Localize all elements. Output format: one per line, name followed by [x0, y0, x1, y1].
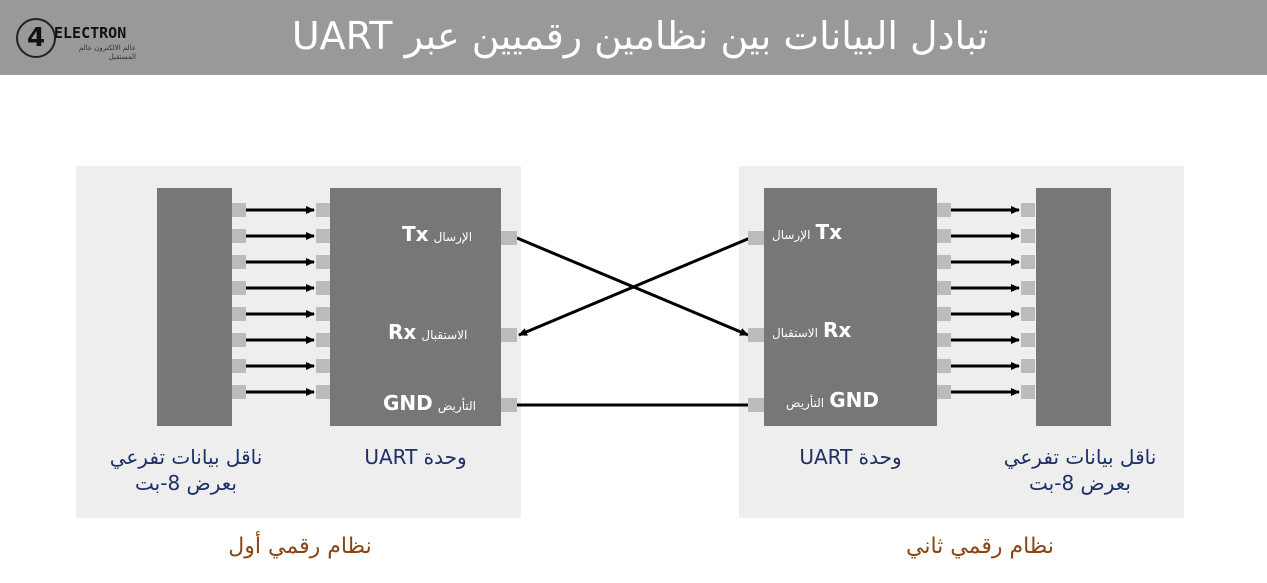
- gnd-code: GND: [829, 388, 879, 412]
- bus-label-line2: بعرض 8-بت: [1029, 471, 1131, 495]
- system2-bus-pin-right-2: [1021, 255, 1035, 269]
- bus-label-line1: ناقل بيانات تفرعي: [109, 445, 263, 469]
- tx-arabic: الإرسال: [772, 228, 811, 242]
- rx-code: Rx: [823, 318, 852, 342]
- rx-arabic: الاستقبال: [772, 326, 818, 340]
- gnd-code: GND: [383, 391, 433, 415]
- system2-bus-pin-right-3: [1021, 281, 1035, 295]
- bus-label-line2: بعرض 8-بت: [135, 471, 237, 495]
- system2-bus-pin-right-5: [1021, 333, 1035, 347]
- system2-bus-pin-left-1: [937, 229, 951, 243]
- logo-subtext: عالم الالكترون عالم المستقبل: [78, 44, 136, 61]
- system1-bus-pin-left-2: [232, 255, 246, 269]
- system1-bus-lines: [232, 203, 330, 399]
- system2-bus-pin-right-7: [1021, 385, 1035, 399]
- system2-bus-pin-left-0: [937, 203, 951, 217]
- system2-bus-pin-right-1: [1021, 229, 1035, 243]
- system1-bus-label: ناقل بيانات تفرعي بعرض 8-بت: [76, 444, 296, 496]
- header-bar: 4 ELECTRON عالم الالكترون عالم المستقبل …: [0, 0, 1267, 75]
- system1-parallel-bus-block: [157, 188, 232, 426]
- system2-bus-pin-right-4: [1021, 307, 1035, 321]
- gnd-arabic: التأريض: [437, 399, 476, 413]
- system2-rx-label: Rx الاستقبال: [772, 318, 851, 342]
- tx-code: Tx: [402, 222, 429, 246]
- system1-tx-pin: [501, 231, 517, 245]
- system1-gnd-label: GND التأريض: [383, 391, 476, 415]
- system1-gnd-pin: [501, 398, 517, 412]
- system1-title: نظام رقمي أول: [228, 534, 372, 559]
- gnd-arabic: التأريض: [786, 396, 825, 410]
- system2-tx-pin: [748, 231, 764, 245]
- system1-bus-pin-left-7: [232, 385, 246, 399]
- system1-uart-block: [330, 188, 501, 426]
- system1-rx-label: Rx الاستقبال: [388, 320, 467, 344]
- system2-bus-pin-right-0: [1021, 203, 1035, 217]
- system2-rx-pin: [748, 328, 764, 342]
- system1-bus-pin-right-6: [316, 359, 330, 373]
- system1-bus-pin-left-6: [232, 359, 246, 373]
- system1-bus-pin-right-5: [316, 333, 330, 347]
- system1-bus-pin-right-2: [316, 255, 330, 269]
- logo: 4 ELECTRON عالم الالكترون عالم المستقبل: [10, 14, 136, 62]
- system2-bus-pin-left-4: [937, 307, 951, 321]
- system2-bus-pin-left-3: [937, 281, 951, 295]
- system1-rx-pin: [501, 328, 517, 342]
- system1-bus-pin-right-0: [316, 203, 330, 217]
- system1-tx-label: Tx الإرسال: [402, 222, 472, 246]
- tx-code: Tx: [815, 220, 843, 244]
- system2-gnd-pin: [748, 398, 764, 412]
- system2-bus-pin-left-7: [937, 385, 951, 399]
- system2-bus-pin-left-6: [937, 359, 951, 373]
- bus-label-line1: ناقل بيانات تفرعي: [1003, 445, 1157, 469]
- system2-bus-lines: [937, 203, 1035, 399]
- system1-bus-pin-left-3: [232, 281, 246, 295]
- system1-bus-pin-right-1: [316, 229, 330, 243]
- system1-bus-pin-left-1: [232, 229, 246, 243]
- tx-arabic: الإرسال: [433, 230, 473, 244]
- logo-text: ELECTRON: [54, 24, 127, 42]
- system1-bus-pin-left-0: [232, 203, 246, 217]
- system2-bus-label: ناقل بيانات تفرعي بعرض 8-بت: [970, 444, 1190, 496]
- system2-bus-pin-right-6: [1021, 359, 1035, 373]
- system1-bus-pin-right-7: [316, 385, 330, 399]
- rx-arabic: الاستقبال: [421, 328, 468, 342]
- system2-uart-block: [764, 188, 937, 426]
- system2-uart-label: وحدة UART: [799, 445, 902, 469]
- system2-title: نظام رقمي ثاني: [906, 534, 1054, 559]
- system2-gnd-label: GND التأريض: [786, 388, 879, 412]
- system1-bus-pin-right-4: [316, 307, 330, 321]
- system1-uart-label: وحدة UART: [364, 445, 467, 469]
- system1-bus-pin-left-5: [232, 333, 246, 347]
- logo-number: 4: [16, 18, 56, 58]
- rx-code: Rx: [388, 320, 417, 344]
- system2-bus-pin-left-2: [937, 255, 951, 269]
- system1-bus-pin-right-3: [316, 281, 330, 295]
- system2-tx-label: Tx الإرسال: [772, 220, 842, 244]
- system2-bus-pin-left-5: [937, 333, 951, 347]
- system2-parallel-bus-block: [1036, 188, 1111, 426]
- tx2-to-rx1-line: [518, 236, 751, 337]
- system1-bus-pin-left-4: [232, 307, 246, 321]
- page-title: تبادل البيانات بين نظامين رقميين عبر UAR…: [291, 14, 989, 58]
